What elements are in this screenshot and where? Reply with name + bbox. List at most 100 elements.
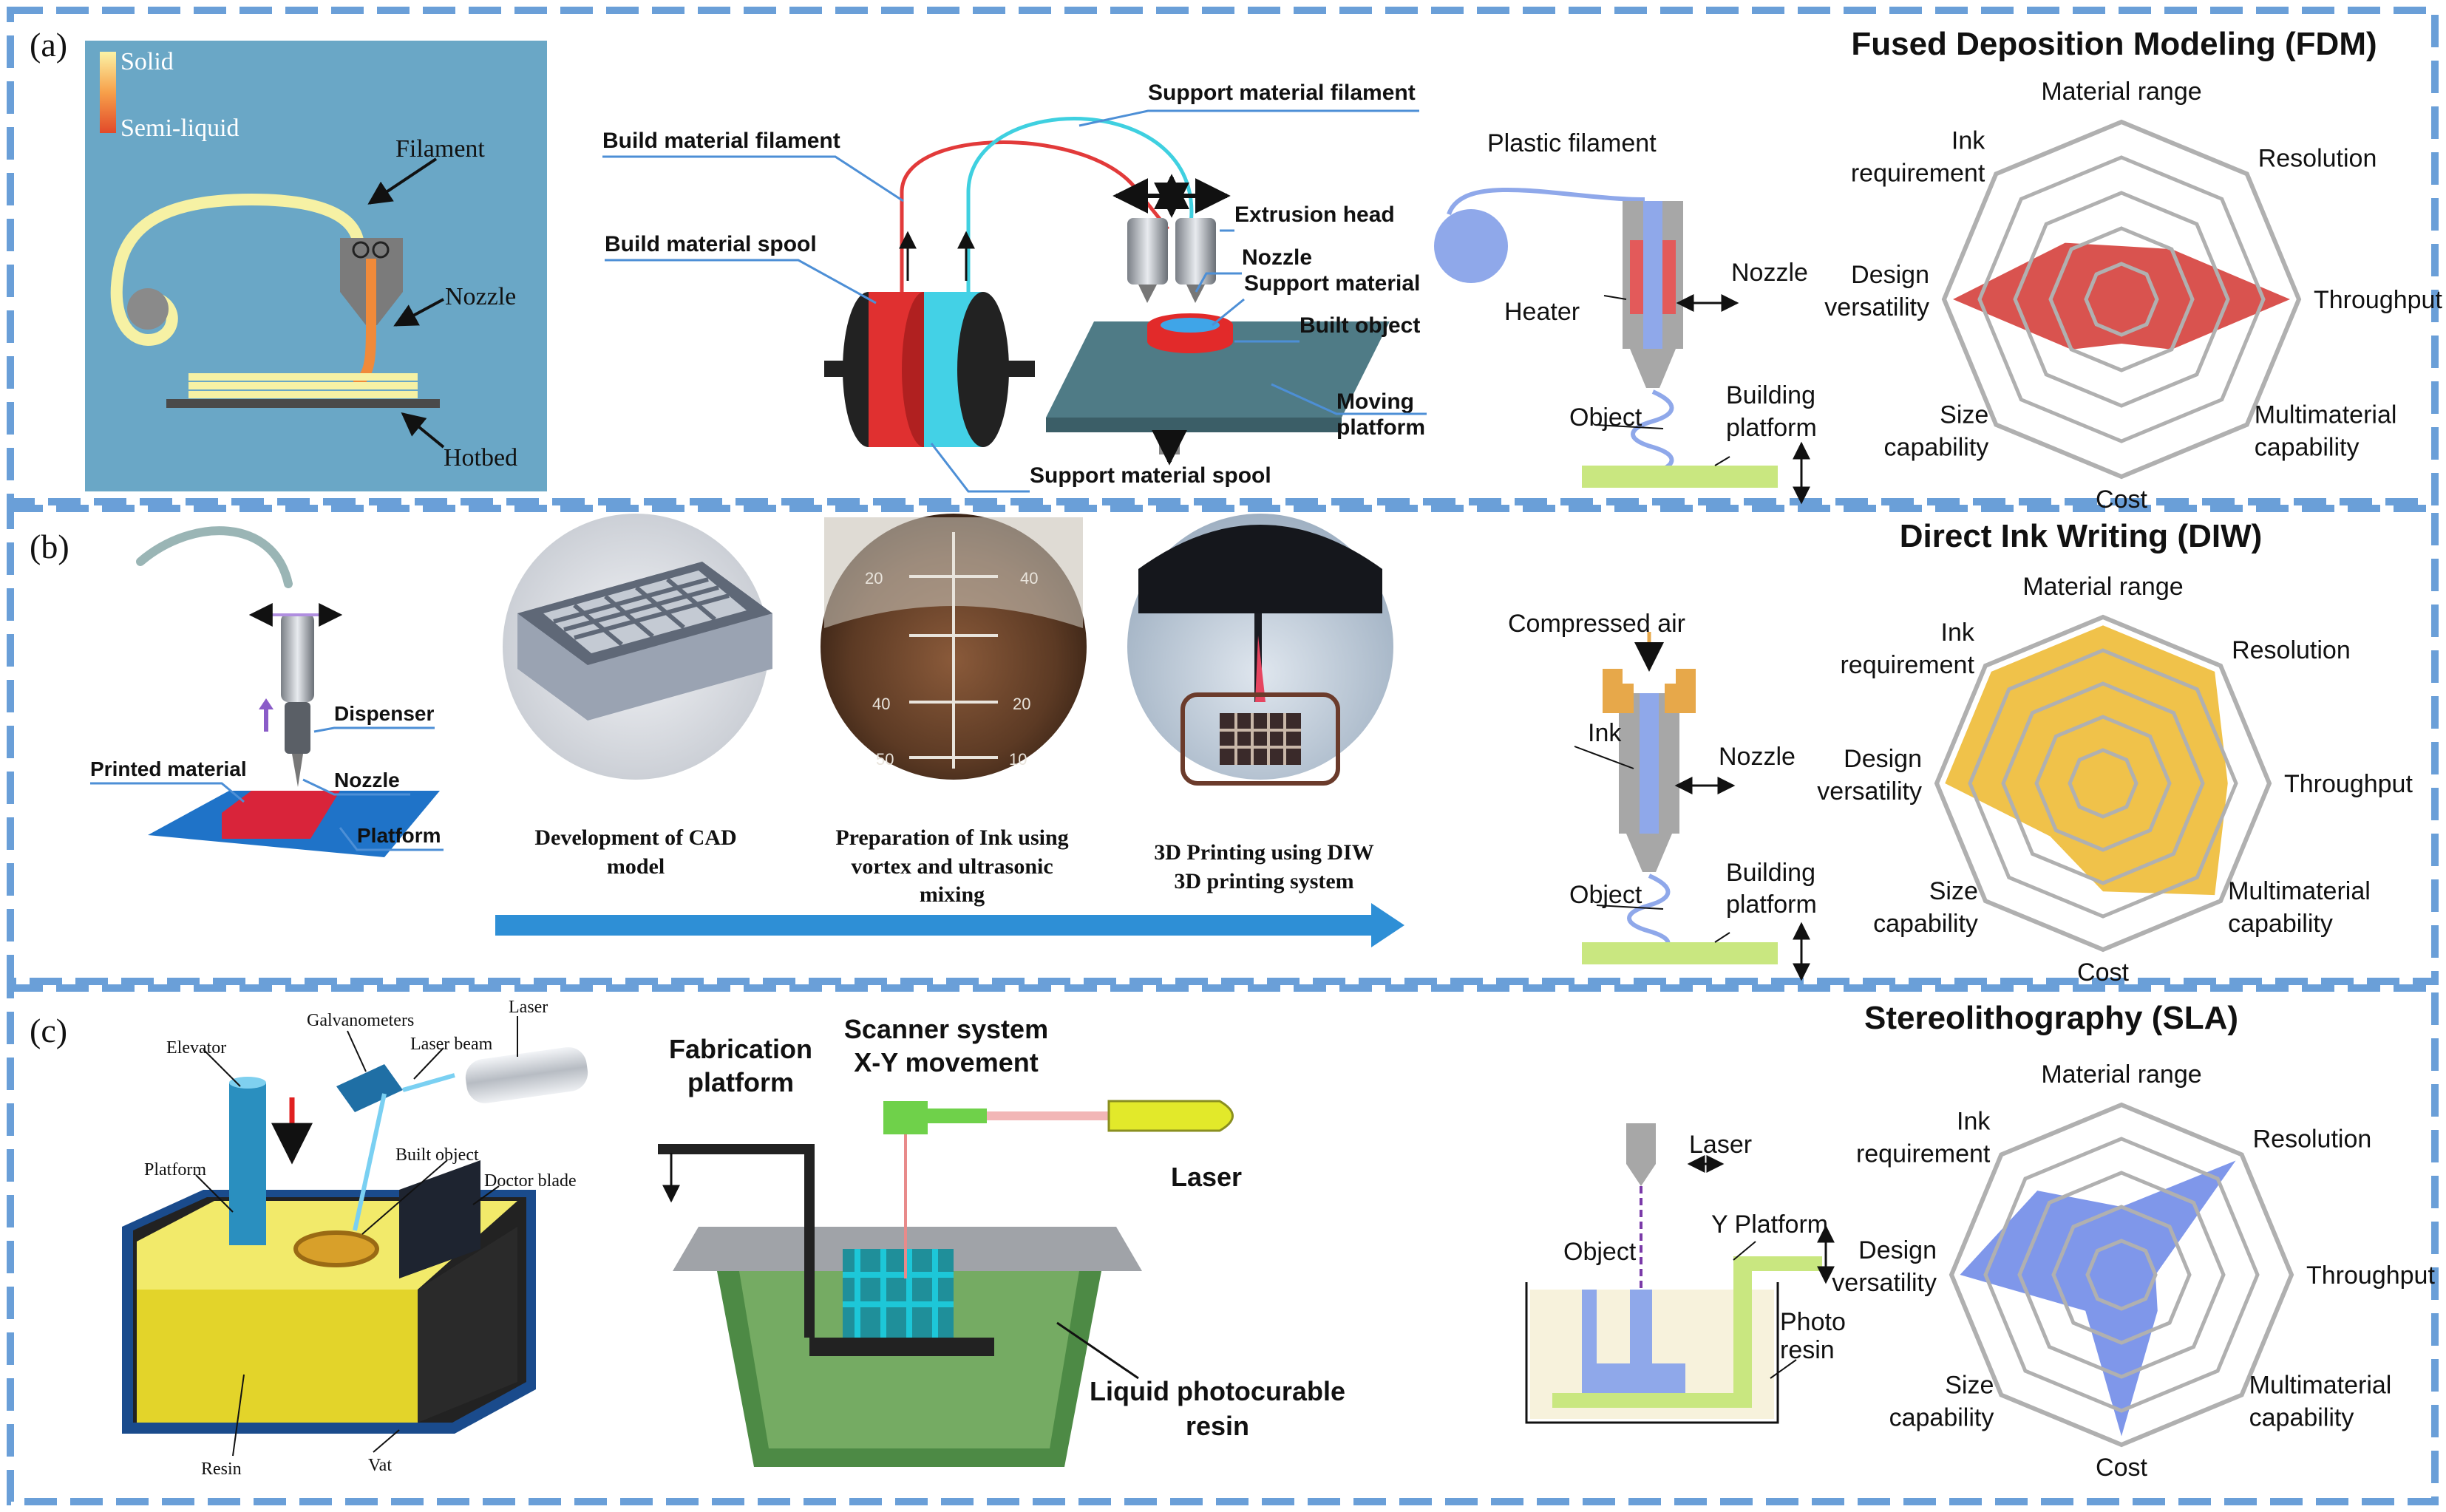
doctor-blade bbox=[399, 1160, 480, 1278]
laser-label: Laser bbox=[509, 998, 548, 1017]
photo-resin-leader bbox=[1770, 1359, 1797, 1379]
sla-vat-outline bbox=[1525, 1282, 1779, 1424]
drive-gear-left-icon bbox=[352, 241, 370, 259]
photo-resin-label-1: Photo bbox=[1780, 1308, 1846, 1336]
radar-grid-ring bbox=[2013, 191, 2230, 408]
deposited-layer-2 bbox=[188, 382, 418, 389]
filament-coil bbox=[110, 193, 364, 347]
step-2-caption-line3: mixing bbox=[920, 882, 985, 907]
ink-leader bbox=[1574, 746, 1634, 769]
elevator-top bbox=[229, 1077, 266, 1089]
nozzle-tip-left bbox=[1138, 285, 1157, 303]
filament-pointer bbox=[367, 157, 438, 205]
printed-grid bbox=[1220, 713, 1301, 765]
radar-grid-ring bbox=[2001, 681, 2205, 885]
sla-schematic: Laser Object Y Platform Photo resin bbox=[1525, 1123, 1846, 1424]
drive-gear-right-icon bbox=[372, 241, 390, 259]
diw-radar-chart: Material rangeResolutionThroughputMultim… bbox=[1817, 573, 2413, 987]
dispenser-body bbox=[285, 702, 310, 754]
dispenser-nozzle-icon bbox=[292, 754, 303, 787]
extruded-strand bbox=[1631, 389, 1674, 475]
radar-grid-ring bbox=[2034, 715, 2172, 852]
diw-leader-lines bbox=[90, 726, 444, 851]
y-platform-leader bbox=[1733, 1241, 1756, 1261]
object-leader bbox=[1596, 424, 1664, 429]
sla-radar-chart: Material rangeResolutionThroughputMultim… bbox=[1832, 1060, 2435, 1482]
moving-platform-label-1: Moving bbox=[1336, 389, 1414, 414]
fdm-temperature-diagram: Solid Semi-liquid Filament Nozzle Hotbed bbox=[85, 41, 547, 491]
beaker-mark-4: 20 bbox=[1013, 695, 1030, 713]
radar-axis-label: Throughput bbox=[2306, 1261, 2435, 1290]
fabrication-platform-label-1: Fabrication bbox=[669, 1034, 812, 1064]
extruder-right bbox=[1175, 218, 1216, 285]
liquid-resin-label-2: resin bbox=[1186, 1411, 1249, 1441]
panel-a-letter: (a) bbox=[30, 26, 67, 64]
liquid-resin-label-1: Liquid photocurable bbox=[1090, 1376, 1345, 1406]
build-filament-label: Build material filament bbox=[602, 129, 840, 153]
scanner-system-label-2: X-Y movement bbox=[854, 1047, 1038, 1077]
radar-axis-label: Material range bbox=[2041, 1060, 2201, 1089]
heater-right bbox=[1662, 240, 1676, 314]
beaker-mark-5: 50 bbox=[876, 750, 894, 769]
building-platform-label-1: Building bbox=[1726, 381, 1815, 409]
panel-c-title: Stereolithography (SLA) bbox=[1864, 1000, 2238, 1036]
diw-platform-leader bbox=[1714, 932, 1730, 943]
diw-platform-label: Platform bbox=[357, 824, 441, 847]
doctor-blade-label: Doctor blade bbox=[484, 1171, 577, 1191]
radar-grid-ring bbox=[2068, 748, 2138, 819]
support-material-core bbox=[1161, 318, 1220, 333]
panel-b-title: Direct Ink Writing (DIW) bbox=[1900, 518, 2263, 554]
legend-solid-label: Solid bbox=[120, 48, 174, 75]
plastic-filament-line bbox=[1447, 187, 1645, 216]
panel-b-frame bbox=[7, 505, 2439, 985]
beaker-mark-1: 20 bbox=[865, 569, 883, 588]
radar-axis-label: Material range bbox=[2041, 78, 2201, 106]
radar-axis-label: Cost bbox=[2096, 1454, 2147, 1482]
support-material-label: Support material bbox=[1244, 271, 1420, 296]
filament-label: Filament bbox=[395, 135, 485, 163]
sla-laser-source bbox=[1107, 1100, 1234, 1132]
build-filament-path bbox=[900, 140, 1169, 310]
printed-grid-lines bbox=[1220, 713, 1301, 765]
diw-nozzle-schematic: Compressed air Ink Nozzle Object Buildin… bbox=[1508, 610, 1817, 981]
laser-beam-input bbox=[402, 1073, 455, 1092]
diw-object-leader bbox=[1596, 905, 1664, 910]
panel-b-letter: (b) bbox=[30, 528, 69, 565]
step-1-caption-line1: Development of CAD bbox=[534, 825, 736, 850]
plastic-filament-label: Plastic filament bbox=[1487, 129, 1657, 157]
radar-grid-ring bbox=[2084, 262, 2159, 337]
support-spool-label: Support material spool bbox=[1030, 463, 1271, 488]
legend-semiliquid-label: Semi-liquid bbox=[120, 115, 239, 142]
radar-axis-label: Resolution bbox=[2253, 1125, 2372, 1153]
built-object-label: Built object bbox=[1300, 313, 1420, 338]
radar-grid-ring bbox=[2048, 226, 2195, 372]
radar-grid-ring bbox=[1941, 119, 2302, 480]
radar-grid-ring bbox=[2017, 1171, 2226, 1379]
moving-platform-label-2: platform bbox=[1336, 415, 1425, 440]
radar-grid-ring bbox=[1968, 648, 2238, 919]
spool-axle-right bbox=[994, 361, 1035, 377]
photo-resin-label-2: resin bbox=[1780, 1336, 1835, 1364]
radar-data-area bbox=[1953, 242, 2290, 350]
beaker-mark-2: 40 bbox=[1020, 569, 1038, 588]
schematic-nozzle-label: Nozzle bbox=[1731, 259, 1808, 287]
process-flow-arrow bbox=[495, 903, 1404, 947]
ink-feed-tube bbox=[136, 526, 293, 588]
support-filament-label: Support material filament bbox=[1148, 81, 1416, 105]
fdm-printer-illustration: Build material filament Build material s… bbox=[602, 81, 1427, 493]
elevator-column bbox=[229, 1083, 266, 1245]
ink-label: Ink bbox=[1588, 719, 1622, 747]
building-platform-label-2: platform bbox=[1726, 414, 1817, 442]
heater-label: Heater bbox=[1504, 298, 1580, 326]
beaker-scale-marks bbox=[909, 532, 998, 769]
extrusion-head-label: Extrusion head bbox=[1234, 202, 1395, 227]
diw-building-platform-label-1: Building bbox=[1726, 859, 1815, 887]
built-object-label-c: Built object bbox=[395, 1145, 479, 1165]
hotbed-plate bbox=[166, 399, 440, 408]
moving-platform bbox=[1046, 321, 1390, 418]
platform-leader bbox=[1714, 456, 1730, 466]
